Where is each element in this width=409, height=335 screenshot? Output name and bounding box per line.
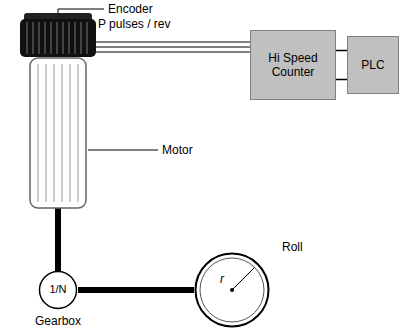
part-label: Motor xyxy=(162,143,193,157)
node-label: 1/N xyxy=(49,283,66,296)
node-label: PLC xyxy=(361,58,384,72)
encoder-cable xyxy=(96,46,250,48)
motor-shaft xyxy=(55,206,61,271)
roll-outline xyxy=(196,254,269,327)
part-label: Encoder xyxy=(108,2,153,16)
node-label: Hi Speed Counter xyxy=(259,51,327,80)
leader-line xyxy=(58,9,104,13)
plc-box: PLC xyxy=(347,36,399,94)
encoder-body xyxy=(20,19,96,57)
drive-shaft xyxy=(78,287,194,293)
roll-inner xyxy=(200,258,264,322)
spec-label: P pulses / rev xyxy=(98,17,170,31)
roll-circle: r xyxy=(194,252,270,328)
roll-center xyxy=(230,288,234,292)
part-label: Gearbox xyxy=(20,314,96,328)
motor-ribs xyxy=(38,64,78,202)
radius-line xyxy=(232,267,255,290)
roll-outline xyxy=(194,252,270,328)
signal-wire xyxy=(336,50,347,52)
part-label: Roll xyxy=(282,240,303,254)
motor-body xyxy=(30,58,86,208)
dimension-label: r xyxy=(220,272,224,286)
leader-line xyxy=(88,150,158,151)
encoder-cable xyxy=(96,51,250,53)
counter-box: Hi Speed Counter xyxy=(250,30,336,100)
signal-wire xyxy=(336,79,347,81)
gearbox-outline xyxy=(40,272,77,309)
encoder-cable xyxy=(96,41,250,43)
gearbox-circle: 1/N xyxy=(38,270,78,310)
encoder-knurl xyxy=(27,22,87,54)
